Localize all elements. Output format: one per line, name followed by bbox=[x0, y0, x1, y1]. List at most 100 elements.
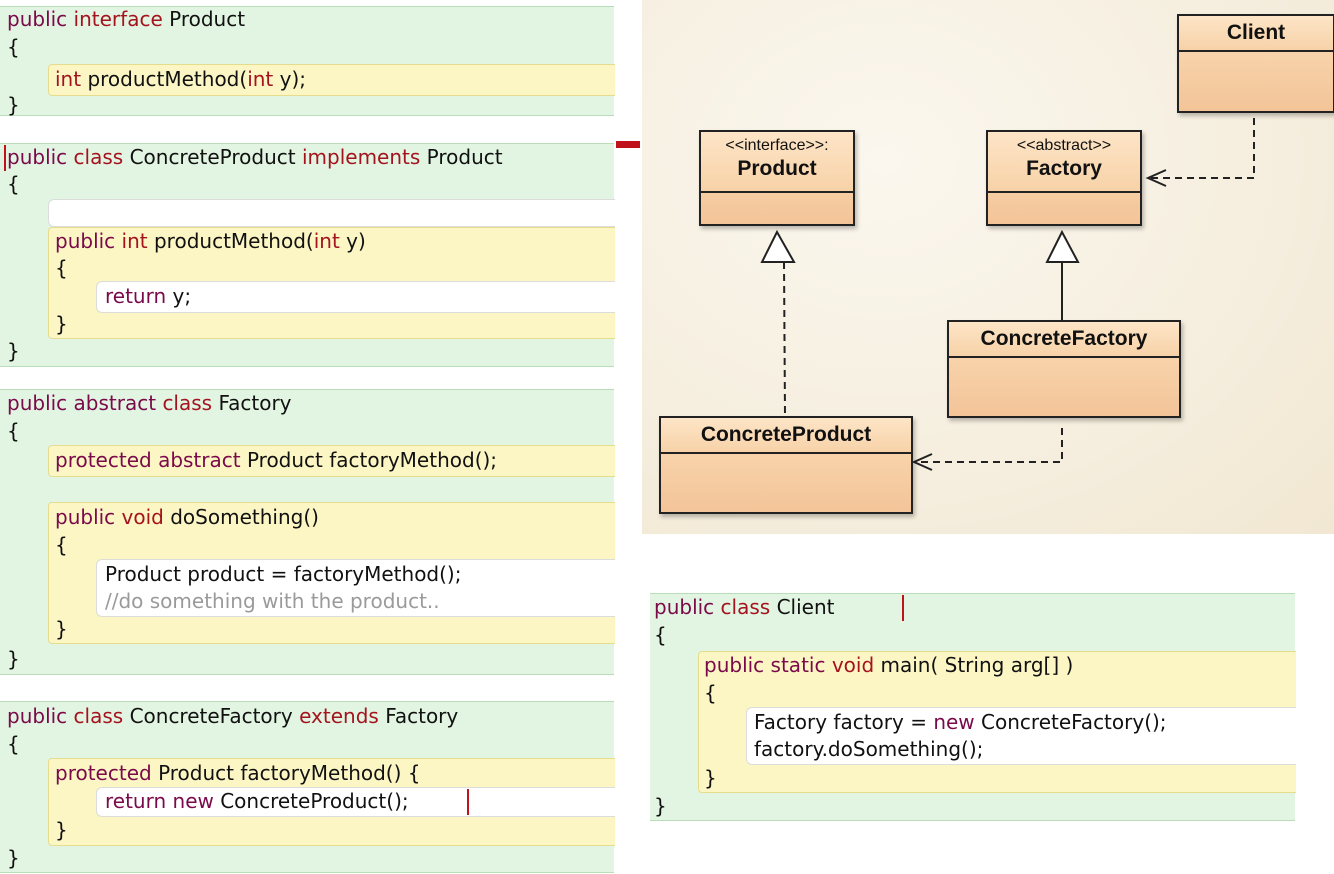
uml-class-client: Client bbox=[1177, 14, 1334, 113]
code-line: } bbox=[7, 845, 20, 871]
code-token: Factory factory = bbox=[754, 710, 934, 734]
code-line: Factory factory = new ConcreteFactory(); bbox=[754, 709, 1167, 735]
class-name: Product bbox=[737, 157, 817, 180]
code-token: return bbox=[105, 284, 173, 308]
code-token: } bbox=[55, 617, 68, 641]
code-token: ConcreteFactory(); bbox=[981, 710, 1167, 734]
code-line: { bbox=[55, 255, 68, 281]
class-name: Client bbox=[1226, 21, 1286, 44]
inheritance-arrowhead bbox=[1045, 229, 1080, 263]
code-token: { bbox=[7, 35, 20, 59]
uml-class-concrete-product: ConcreteProduct bbox=[659, 416, 913, 514]
code-token: class bbox=[73, 145, 130, 169]
code-token: Product bbox=[169, 7, 246, 31]
code-token: { bbox=[55, 533, 68, 557]
code-token: } bbox=[55, 312, 68, 336]
code-line: } bbox=[7, 92, 20, 118]
code-line: { bbox=[7, 171, 20, 197]
code-line: public void doSomething() bbox=[55, 504, 319, 530]
code-token: public bbox=[7, 391, 74, 415]
code-token: main( String arg[] ) bbox=[880, 653, 1074, 677]
code-token: { bbox=[7, 172, 20, 196]
code-line: factory.doSomething(); bbox=[754, 736, 983, 762]
code-line: public class ConcreteProduct implements … bbox=[7, 144, 503, 170]
code-token: } bbox=[704, 766, 717, 790]
code-line: public class Client bbox=[654, 594, 834, 620]
code-token: return bbox=[105, 789, 173, 813]
code-token: public bbox=[7, 7, 74, 31]
code-line: //do something with the product.. bbox=[105, 588, 440, 614]
code-line: } bbox=[7, 646, 20, 672]
code-token: new bbox=[933, 710, 982, 734]
code-token: } bbox=[7, 339, 20, 363]
code-token: } bbox=[55, 818, 68, 842]
code-token: Product bbox=[426, 145, 503, 169]
code-token: void bbox=[121, 505, 171, 529]
code-line: protected abstract Product factoryMethod… bbox=[55, 447, 497, 473]
dependency-arrowhead bbox=[911, 453, 933, 471]
class-name: Factory bbox=[1026, 157, 1102, 180]
code-token: public bbox=[654, 595, 721, 619]
code-token: abstract bbox=[158, 448, 247, 472]
code-token: { bbox=[55, 256, 68, 280]
code-token: new bbox=[172, 789, 221, 813]
code-token: { bbox=[704, 681, 717, 705]
code-line: } bbox=[704, 765, 717, 791]
code-line: } bbox=[55, 311, 68, 337]
code-token: public bbox=[55, 229, 122, 253]
code-block-concrete-product: public class ConcreteProduct implements … bbox=[0, 143, 615, 367]
code-line: } bbox=[654, 793, 667, 819]
code-token: doSomething() bbox=[170, 505, 319, 529]
code-block-concrete-factory: public class ConcreteFactory extends Fac… bbox=[0, 701, 615, 873]
code-token: factory.doSomething(); bbox=[754, 737, 984, 761]
code-token: public bbox=[7, 704, 74, 728]
code-token: class bbox=[720, 595, 777, 619]
code-token: public bbox=[704, 653, 771, 677]
code-token: //do something with the product.. bbox=[105, 589, 440, 613]
uml-class-factory: <<abstract>> Factory bbox=[986, 130, 1142, 226]
code-line: public abstract class Factory bbox=[7, 390, 292, 416]
code-token: productMethod( bbox=[87, 67, 248, 91]
code-token: } bbox=[7, 846, 20, 870]
factory-product-dependency bbox=[914, 428, 1063, 463]
code-token: protected bbox=[55, 761, 159, 785]
code-token: abstract bbox=[73, 391, 163, 415]
code-token: } bbox=[7, 647, 20, 671]
code-token: Factory bbox=[385, 704, 459, 728]
code-line: { bbox=[55, 532, 68, 558]
code-token: extends bbox=[299, 704, 386, 728]
code-line: Product product = factoryMethod(); bbox=[105, 561, 461, 587]
red-marker bbox=[616, 141, 640, 148]
code-line: } bbox=[55, 616, 68, 642]
code-token: ConcreteProduct(); bbox=[220, 789, 409, 813]
code-line: { bbox=[654, 622, 667, 648]
code-block-factory: public abstract class Factory { protecte… bbox=[0, 389, 615, 675]
code-block-product-interface: public interface Product { int productMe… bbox=[0, 6, 615, 118]
code-token: ConcreteProduct bbox=[129, 145, 302, 169]
code-token: } bbox=[654, 794, 667, 818]
code-token: protected bbox=[55, 448, 159, 472]
code-token: public bbox=[7, 145, 74, 169]
class-name: ConcreteFactory bbox=[980, 327, 1148, 350]
code-token: y); bbox=[279, 67, 307, 91]
code-token: int bbox=[313, 229, 347, 253]
code-token: } bbox=[7, 93, 20, 117]
code-token: Client bbox=[776, 595, 835, 619]
code-token: Product factoryMethod(); bbox=[246, 448, 498, 472]
class-name: ConcreteProduct bbox=[700, 423, 872, 446]
code-token: class bbox=[162, 391, 219, 415]
code-line: int productMethod(int y); bbox=[55, 66, 306, 92]
code-token: int bbox=[121, 229, 154, 253]
code-line: public interface Product bbox=[7, 6, 245, 32]
code-line: public static void main( String arg[] ) bbox=[704, 652, 1073, 678]
code-token: ConcreteFactory bbox=[129, 704, 300, 728]
uml-diagram: Client <<interface>>: Product <<abstract… bbox=[642, 0, 1334, 534]
realization-line bbox=[783, 261, 786, 417]
uml-class-product: <<interface>>: Product bbox=[699, 130, 855, 226]
code-token: interface bbox=[73, 7, 170, 31]
code-line: { bbox=[7, 731, 20, 757]
dependency-arrowhead bbox=[1145, 169, 1167, 187]
class-stereotype: <<abstract>> bbox=[1016, 137, 1112, 154]
code-token: class bbox=[73, 704, 130, 728]
code-token: { bbox=[7, 419, 20, 443]
